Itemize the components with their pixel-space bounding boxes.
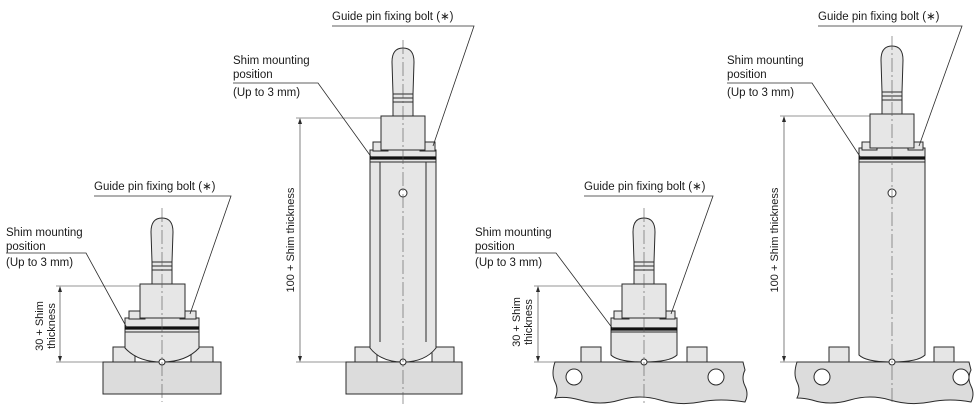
shim-position-label-line1: Shim mounting xyxy=(475,227,552,239)
shim-position-label-line1: Shim mounting xyxy=(233,55,310,67)
shim-position-label-line3: (Up to 3 mm) xyxy=(233,87,300,99)
flange-bolt-right xyxy=(933,346,955,363)
shim-position-label-line2: position xyxy=(475,241,515,253)
flange-bolt-left xyxy=(828,346,850,363)
view-short-wavy-base: 30 + Shim thickness Guide pin fixing bol… xyxy=(475,181,748,405)
shim-position-label-line3: (Up to 3 mm) xyxy=(727,87,794,99)
shim-position-label-line1: Shim mounting xyxy=(6,227,83,239)
flange-bolt-right xyxy=(686,346,708,363)
shim-position-label-line1: Shim mounting xyxy=(727,55,804,67)
shim-position-label-line2: position xyxy=(233,69,273,81)
flange-bolt-right xyxy=(431,346,455,363)
dim-100-label: 100 + Shim thickness xyxy=(769,187,781,292)
pin-holder xyxy=(139,283,186,319)
view-short-flat-base: 30 + Shim thickness Guide pin fixing bol… xyxy=(6,181,232,402)
guide-pin-bolt-label: Guide pin fixing bolt (∗) xyxy=(818,11,940,23)
guide-pin-bolt-leader xyxy=(94,195,232,315)
base-hole-left xyxy=(565,368,583,386)
view-long-wavy-base: 100 + Shim thickness Guide pin fixing bo… xyxy=(727,11,974,405)
shim-position-label-line3: (Up to 3 mm) xyxy=(6,257,73,269)
shim-position-leader xyxy=(475,252,614,330)
shim-position-leader xyxy=(6,252,128,329)
shim-position-leader xyxy=(233,82,373,159)
shim-position-label-line3: (Up to 3 mm) xyxy=(475,257,542,269)
dim-30-label-line2: thickness xyxy=(523,299,535,345)
shim-position-leader xyxy=(727,82,862,159)
base-plate xyxy=(345,361,463,395)
guide-pin-bolt-leader xyxy=(584,195,714,315)
dim-30-label-line2: thickness xyxy=(46,303,58,349)
base-hole-right xyxy=(707,368,725,386)
dim-100-label: 100 + Shim thickness xyxy=(285,187,297,292)
base-plate-wavy xyxy=(552,361,748,405)
base-hole-right xyxy=(952,368,970,386)
base-hole-left xyxy=(813,368,831,386)
guide-pin-bolt-label: Guide pin fixing bolt (∗) xyxy=(94,181,216,193)
view-long-flat-base: 100 + Shim thickness Guide pin fixing bo… xyxy=(233,11,475,404)
base-plate-wavy xyxy=(794,361,974,405)
dim-30-label-line1: 30 + Shim xyxy=(34,301,46,351)
flange-bolt-left xyxy=(580,346,602,363)
guide-pin-bolt-label: Guide pin fixing bolt (∗) xyxy=(332,11,454,23)
dim-30-label-line1: 30 + Shim xyxy=(511,297,523,347)
shim-position-label-line2: position xyxy=(6,241,46,253)
guide-pin-bolt-leader xyxy=(818,25,963,147)
shim-position-label-line2: position xyxy=(727,69,767,81)
guide-pin-bolt-label: Guide pin fixing bolt (∗) xyxy=(584,181,706,193)
guide-pin-bolt-leader xyxy=(332,25,475,147)
